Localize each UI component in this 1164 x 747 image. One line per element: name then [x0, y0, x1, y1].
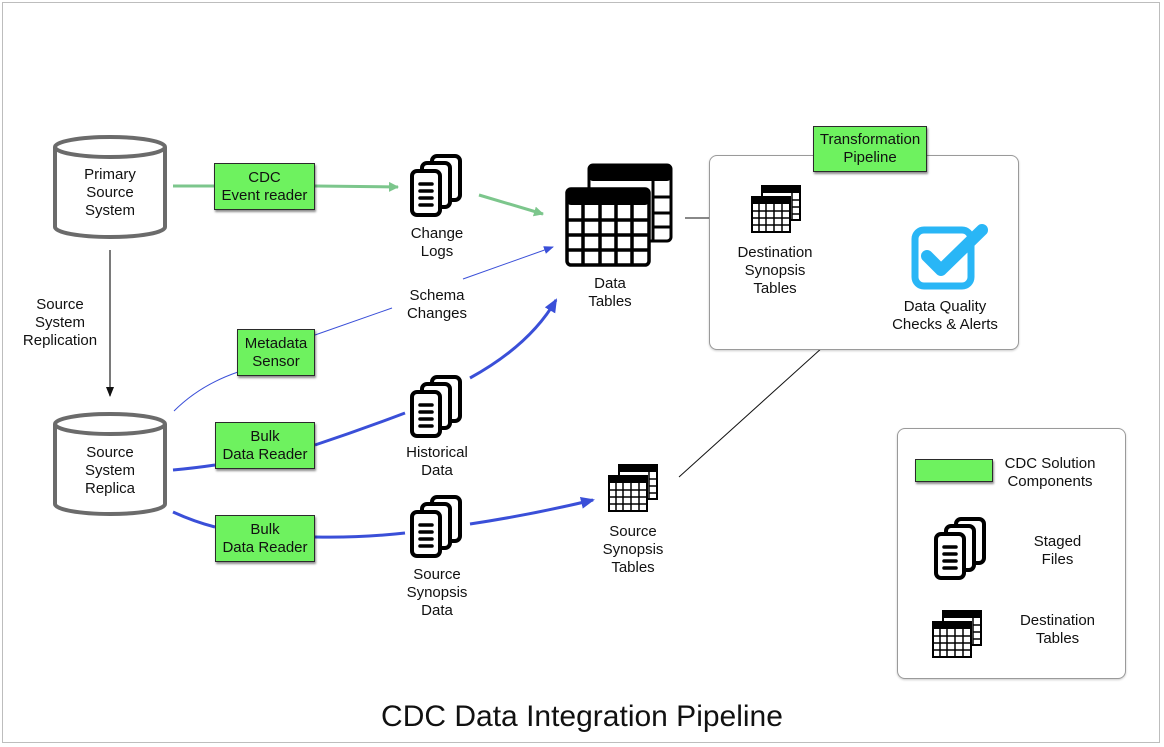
source-system-replica: Source System Replica [84, 444, 136, 497]
checkbox-check-icon [911, 224, 988, 290]
transformation-pipeline-label: Transformation Pipeline [813, 126, 927, 172]
destination-tables-icon-legend [932, 610, 982, 658]
metadata-flow [173, 371, 239, 412]
staged-files-icon-historical [410, 375, 462, 438]
historical-to-datatables [469, 298, 558, 380]
bulk-data-reader-1: Bulk Data Reader [215, 422, 315, 469]
replication-label: Source System Replication [22, 296, 98, 349]
bulk-data-reader-2: Bulk Data Reader [215, 515, 315, 562]
legend-label-staged-files: Staged Files [1033, 533, 1082, 568]
cdc-flow-to-changelogs [314, 181, 399, 192]
metadata-sensor: Metadata Sensor [237, 329, 315, 376]
destination-tables-icon-synopsis [751, 185, 801, 233]
bulk1-to-historical [314, 411, 406, 447]
historical-data: Historical Data [406, 444, 468, 479]
source-synopsis-data: Source Synopsis Data [406, 566, 468, 619]
data-tables-icon [565, 163, 673, 267]
schema-changes: Schema Changes [406, 287, 468, 322]
change-logs: Change Logs [410, 225, 464, 260]
diagram-title: CDC Data Integration Pipeline [381, 700, 783, 733]
bulk2-from-replica [172, 510, 216, 529]
staged-files-icon-changelogs [410, 154, 462, 217]
legend-label-destination-tables: Destination Tables [1019, 612, 1096, 647]
bulk2-to-synopsis-data [314, 531, 406, 539]
synopsis-data-to-tables [469, 496, 595, 526]
source-synopsis-tables: Source Synopsis Tables [602, 523, 664, 576]
data-tables: Data Tables [588, 275, 632, 310]
data-quality-checks: Data Quality Checks & Alerts [892, 298, 998, 333]
changelogs-to-datatables [478, 193, 544, 217]
database-icon-primary [53, 135, 167, 239]
destination-tables-icon-source-synopsis [608, 464, 658, 512]
cdc-event-reader: CDC Event reader [214, 163, 315, 210]
legend-component-swatch [915, 459, 993, 482]
primary-source-system: Primary Source System [84, 166, 136, 219]
staged-files-icon-legend [934, 517, 986, 580]
legend-label-components: CDC Solution Components [1004, 455, 1096, 490]
schema-to-datatables [462, 246, 554, 280]
bulk1-from-replica [172, 463, 216, 472]
metadata-to-schema [314, 307, 393, 336]
destination-synopsis-tables: Destination Synopsis Tables [737, 244, 813, 297]
staged-files-icon-synopsis [410, 495, 462, 558]
database-icon-replica [53, 412, 167, 516]
